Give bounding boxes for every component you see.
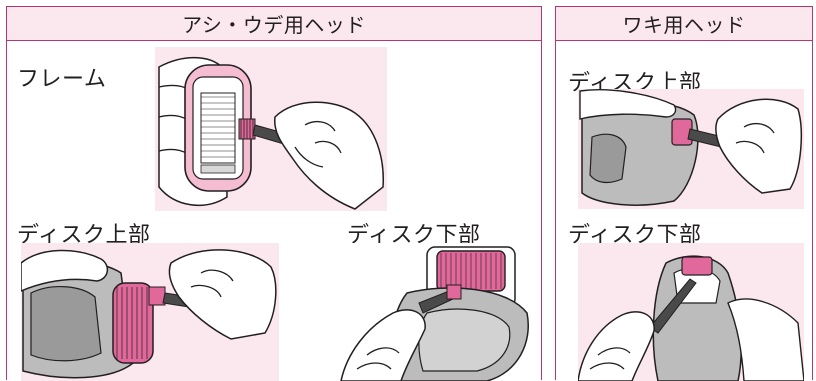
underarm-head-title: ワキ用ヘッド (556, 7, 812, 41)
leg-arm-head-panel: アシ・ウデ用ヘッド フレーム ディスク上部 (6, 6, 542, 381)
disc-top-cleaning-illustration (21, 243, 279, 381)
frame-label: フレーム (17, 67, 107, 92)
disc-bottom-cleaning-illustration (337, 243, 533, 381)
underarm-head-panel: ワキ用ヘッド ディスク上部 ディスク下部 (555, 6, 813, 381)
underarm-disc-bottom-illustration (578, 243, 804, 381)
leg-arm-head-title: アシ・ウデ用ヘッド (7, 7, 541, 41)
frame-cleaning-illustration (155, 47, 387, 211)
underarm-disc-top-illustration (578, 89, 804, 209)
